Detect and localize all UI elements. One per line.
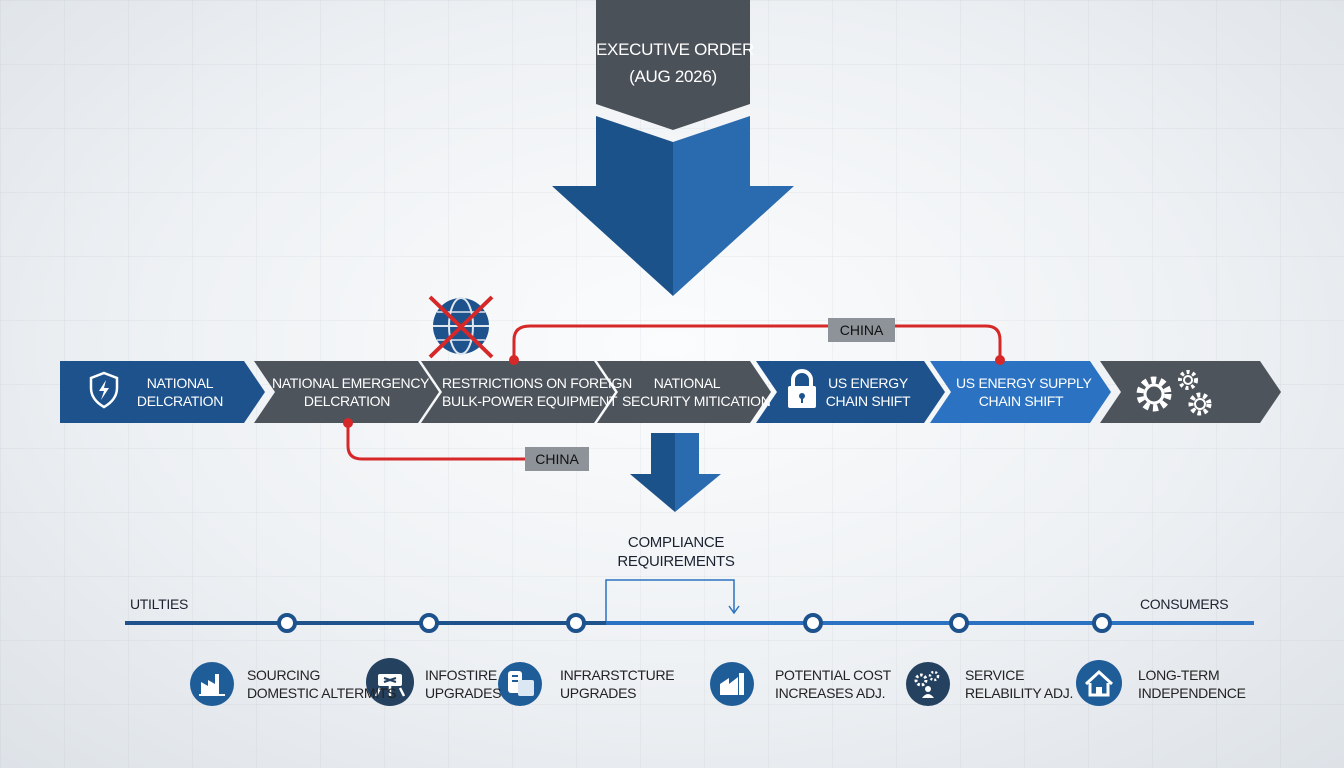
timeline-step-2-line2: DELCRATION — [303, 393, 391, 409]
connector-dots — [343, 355, 1005, 428]
chevron-3 — [421, 361, 615, 423]
chevron-6 — [930, 361, 1111, 423]
compliance-line1: COMPLIANCE — [627, 534, 725, 551]
gears-icon — [1136, 370, 1212, 416]
executive-order-line2: (AUG 2026) — [629, 67, 717, 86]
factory-icon — [190, 662, 234, 706]
outcome-2-line1: INFOSTIRE — [425, 667, 497, 683]
timeline-step-4: NATIONAL SECURITY MITICATION — [622, 374, 771, 410]
home-icon — [1076, 660, 1122, 706]
gears-person-icon — [906, 662, 950, 706]
outcome-4: POTENTIAL COST INCREASES ADJ. — [775, 666, 891, 702]
transformer-icon — [366, 658, 414, 706]
timeline-step-1-line2: DELCRATION — [136, 393, 224, 409]
outcome-1-line2: DOMESTIC ALTERMITS — [247, 685, 397, 701]
china-tag-top: CHINA — [828, 318, 895, 342]
timeline-step-2-line1: NATIONAL EMERGENCY — [272, 375, 430, 391]
outcome-6: LONG-TERM INDEPENDENCE — [1138, 666, 1246, 702]
timeline-step-5-line1: US ENERGY — [828, 375, 908, 391]
executive-order-line1: EXECUTIVE ORDER — [596, 40, 754, 59]
chevron-4 — [597, 361, 771, 423]
cost-icon — [710, 662, 754, 706]
shield-lightning-icon — [89, 371, 119, 409]
outcome-2: INFOSTIRE UPGRADES — [425, 666, 501, 702]
outcome-6-line2: INDEPENDENCE — [1138, 685, 1246, 701]
axis-left-label: UTILTIES — [130, 596, 189, 612]
timeline-step-5-line2: CHAIN SHIFT — [825, 393, 911, 409]
timeline-step-2: NATIONAL EMERGENCY DELCRATION — [272, 374, 430, 410]
compliance-bracket — [605, 579, 740, 624]
red-connectors — [346, 324, 1002, 461]
chevron-2 — [254, 361, 439, 423]
outcome-3-line2: UPGRADES — [560, 685, 637, 701]
timeline-step-3-line1: RESTRICTIONS ON FOREIGN — [442, 375, 632, 391]
outcome-6-line1: LONG-TERM — [1138, 667, 1220, 683]
timeline-step-6-line2: CHAIN SHIFT — [978, 393, 1064, 409]
axis-right-label: CONSUMERS — [1140, 596, 1229, 612]
outcome-4-line2: INCREASES ADJ. — [775, 685, 886, 701]
outcome-5-line2: RELABILITY ADJ. — [965, 685, 1074, 701]
outcome-2-line2: UPGRADES — [425, 685, 502, 701]
outcome-1-line1: SOURCING — [247, 667, 321, 683]
timeline-chevrons — [60, 361, 1281, 423]
timeline-step-3: RESTRICTIONS ON FOREIGN BULK-POWER EQUIP… — [442, 374, 632, 410]
outcome-3: INFRARSTCTURE UPGRADES — [560, 666, 675, 702]
chevron-7 — [1100, 361, 1281, 423]
timeline-step-3-line2: BULK-POWER EQUIPMENT — [442, 393, 618, 409]
globe-blocked-icon — [428, 295, 494, 359]
outcome-4-line1: POTENTIAL COST — [775, 667, 891, 683]
executive-order-banner — [552, 0, 794, 296]
outcome-3-line1: INFRARSTCTURE — [560, 667, 675, 683]
compliance-line2: REQUIREMENTS — [617, 553, 735, 570]
compliance-requirements-label: COMPLIANCE REQUIREMENTS — [606, 533, 746, 571]
timeline-step-4-line1: NATIONAL — [653, 375, 721, 391]
timeline-step-4-line2: SECURITY MITICATION — [622, 393, 771, 409]
outcome-5: SERVICE RELABILITY ADJ. — [965, 666, 1073, 702]
timeline-step-1: NATIONAL DELCRATION — [130, 374, 230, 410]
timeline-step-6-line1: US ENERGY SUPPLY — [956, 375, 1092, 391]
outcome-1: SOURCING DOMESTIC ALTERMITS — [247, 666, 396, 702]
timeline-step-6: US ENERGY SUPPLY CHAIN SHIFT — [956, 374, 1092, 410]
infrastructure-icon — [498, 662, 542, 706]
timeline-step-1-line1: NATIONAL — [146, 375, 214, 391]
timeline-step-5: US ENERGY CHAIN SHIFT — [818, 374, 918, 410]
lock-icon — [788, 369, 816, 408]
outcome-5-line1: SERVICE — [965, 667, 1025, 683]
executive-order-title: EXECUTIVE ORDER (AUG 2026) — [596, 36, 754, 90]
impact-axis — [125, 613, 1254, 633]
compliance-down-arrow — [630, 433, 721, 512]
china-tag-bottom: CHINA — [525, 447, 589, 471]
